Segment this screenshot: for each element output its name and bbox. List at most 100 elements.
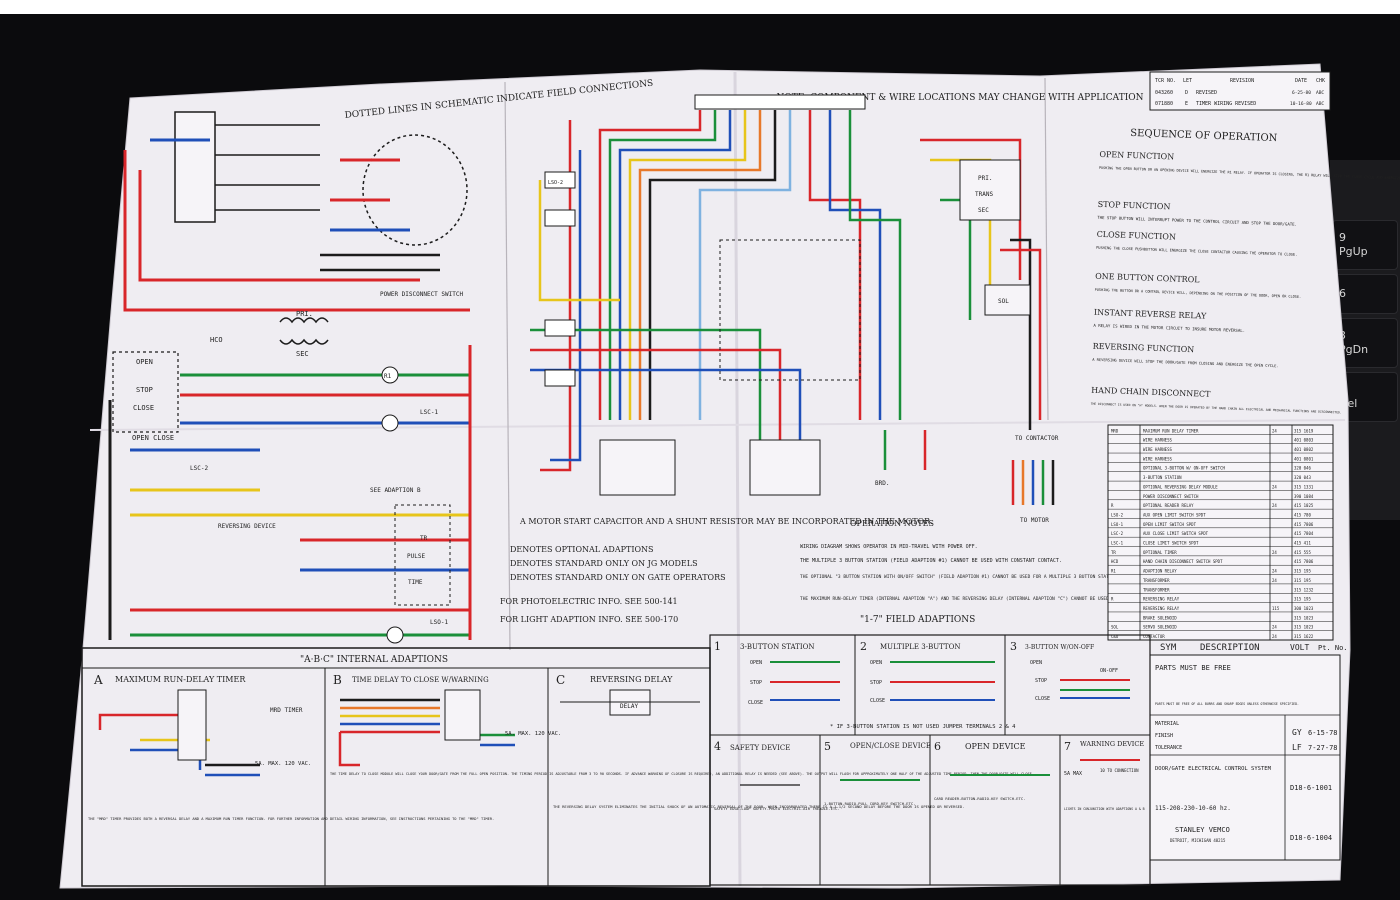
f4-title: SAFETY DEVICE	[730, 744, 790, 752]
timer-box	[394, 504, 451, 606]
keypad-key-9[interactable]: 9 PgUp	[1332, 220, 1398, 270]
parts-cell-sym: LSC-1	[1111, 541, 1124, 546]
parts-header-sym: SYM	[1160, 643, 1177, 653]
title-description: DOOR/GATE ELECTRICAL CONTROL SYSTEM	[1155, 766, 1272, 772]
title-company-sub: DETROIT, MICHIGAN 48215	[1170, 838, 1226, 843]
o-coil	[386, 626, 404, 644]
parts-cell-desc: 3-BUTTON STATION	[1143, 475, 1182, 480]
rev-row2-rev: TIMER WIRING REVISED	[1196, 101, 1256, 107]
rev-row1-tcr: 043260	[1155, 90, 1173, 96]
solenoid-block	[984, 284, 1031, 316]
parts-cell-ptno: 415 1025	[1294, 503, 1314, 508]
component-note: NOTE: COMPONENT & WIRE LOCATIONS MAY CHA…	[776, 93, 1143, 103]
parts-cell-desc: REVERSING RELAY	[1143, 606, 1180, 611]
rev-header-let: LET	[1183, 78, 1192, 84]
rev-header-date: DATE	[1295, 78, 1307, 84]
f7-note: 10 TO CONNECTION	[1100, 768, 1139, 773]
key-label-top: 9	[1339, 231, 1346, 244]
seq-hand-head: HAND CHAIN DISCONNECT	[1091, 386, 1211, 399]
parts-cell-volt: 24	[1272, 634, 1277, 639]
legend-jg: DENOTES STANDARD ONLY ON JG MODELS	[510, 559, 698, 568]
f3-stop: STOP	[1035, 678, 1047, 684]
c-coil	[381, 414, 399, 432]
title-drawn-by: GY	[1292, 728, 1302, 737]
tdc-module	[444, 689, 481, 741]
parts-cell-sym: R	[1111, 503, 1114, 508]
operation-notes-title: OPERATION NOTES	[850, 519, 934, 528]
legend-gate: DENOTES STANDARD ONLY ON GATE OPERATORS	[510, 573, 726, 582]
title-notice-1: PARTS MUST BE FREE	[1155, 664, 1231, 672]
seq-stop-head: STOP FUNCTION	[1098, 200, 1171, 212]
title-drawn-date: 6-15-78	[1308, 729, 1338, 737]
stop-label: STOP	[136, 386, 153, 394]
seq-close-body: PUSHING THE CLOSE PUSHBUTTON WILL ENERGI…	[1096, 246, 1297, 257]
parts-cell-volt: 24	[1272, 625, 1277, 630]
title-company: STANLEY VEMCO	[1175, 826, 1230, 834]
f7-text: LIGHTS IN CONJUNCTION WITH ADAPTIONS A &…	[1064, 807, 1145, 811]
f7-rating: 5A MAX	[1064, 771, 1082, 777]
parts-cell-desc: WIRE HARNESS	[1143, 438, 1172, 443]
mrd-timer-block	[177, 689, 207, 761]
operation-note-4: THE MAXIMUM RUN-DELAY TIMER (INTERNAL AD…	[800, 596, 1136, 602]
rev-row2-date: 10-16-80	[1290, 101, 1312, 107]
pulse-label: PULSE	[407, 553, 425, 560]
seq-reversing-body: A REVERSING DEVICE WILL STOP THE DOOR/GA…	[1092, 358, 1279, 369]
r1-coil	[381, 366, 399, 384]
time-label: TIME	[408, 579, 423, 586]
parts-cell-ptno: 320 046	[1294, 466, 1311, 471]
parts-cell-desc: POWER DISCONNECT SWITCH	[1143, 494, 1199, 499]
rev-row1-rev: REVISED	[1196, 90, 1217, 96]
parts-cell-sym: MRD	[1111, 428, 1119, 433]
open-label: OPEN	[136, 358, 153, 366]
title-notice-full: PARTS MUST BE FREE OF ALL BURRS AND SHAR…	[1155, 702, 1299, 706]
adaption-a-text: THE "MRD" TIMER PROVIDES BOTH A REVERSAL…	[88, 817, 494, 821]
f2-num: 2	[860, 640, 867, 653]
parts-cell-sym: R	[1111, 597, 1114, 602]
lsc2-label: LSC-2	[190, 465, 208, 472]
f6-title: OPEN DEVICE	[965, 742, 1026, 751]
parts-cell-desc: MAXIMUM RUN DELAY TIMER	[1143, 428, 1199, 433]
brd-label: BRD.	[875, 480, 889, 487]
f1-stop: STOP	[750, 680, 762, 686]
parts-cell-desc: BRAKE SOLENOID	[1143, 615, 1177, 620]
adaption-c-title: REVERSING DELAY	[590, 675, 673, 684]
title-voltage: 115-208-230-10-60 hz.	[1155, 805, 1231, 812]
parts-cell-desc: AUX OPEN LIMIT SWITCH SPDT	[1143, 512, 1206, 517]
lso1-label: LSO-1	[430, 619, 448, 626]
rev-row2-chk: ABC	[1316, 101, 1324, 107]
f6-num: 6	[934, 740, 941, 753]
title-block: PARTS MUST BE FREE PARTS MUST BE FREE OF…	[1149, 654, 1341, 861]
adaption-c-letter: C	[556, 673, 565, 687]
parts-cell-sym: HCD	[1111, 559, 1119, 564]
f7-title: WARNING DEVICE	[1080, 740, 1144, 748]
transformer-pri-label: PRI.	[296, 310, 313, 318]
f2-title: MULTIPLE 3-BUTTON	[880, 643, 960, 651]
open-close-label: OPEN CLOSE	[132, 434, 174, 442]
f2-open: OPEN	[870, 660, 882, 666]
trans-pri-label: PRI.	[978, 175, 992, 182]
to-motor-label: TO MOTOR	[1020, 517, 1049, 524]
title-field-finish: FINISH	[1155, 733, 1173, 739]
adaption-b-text: THE TIME DELAY TO CLOSE MODULE WILL CLOS…	[330, 772, 1034, 776]
f3-onoff: ON-OFF	[1100, 668, 1118, 674]
adaption-c-text: THE REVERSING DELAY SYSTEM ELIMINATES TH…	[553, 804, 964, 809]
seq-instant-head: INSTANT REVERSE RELAY	[1094, 308, 1207, 321]
parts-cell-ptno: 315 1023	[1294, 625, 1314, 630]
seq-close-head: CLOSE FUNCTION	[1096, 230, 1176, 242]
field-adaptions: "1-7" FIELD ADAPTIONS 1 3-BUTTON STATION…	[709, 615, 1151, 886]
parts-cell-sym: LSO-2	[1111, 512, 1124, 517]
keypad-key-6[interactable]: 6	[1332, 274, 1398, 314]
adaption-a-letter: A	[93, 673, 103, 687]
lso2-switch	[544, 171, 576, 189]
parts-cell-desc: OPTIONAL READER RELAY	[1143, 503, 1194, 508]
parts-cell-ptno: 315 195	[1294, 597, 1311, 602]
f6-text: CARD READER-BUTTON-RADIO-KEY SWITCH-ETC.	[934, 796, 1025, 801]
f2-close: CLOSE	[870, 698, 885, 704]
see-adaption-b-label: SEE ADAPTION B	[370, 487, 421, 494]
transformer-block	[959, 159, 1021, 221]
tr-label: TR	[420, 535, 428, 542]
parts-cell-desc: WIRE HARNESS	[1143, 456, 1172, 461]
terminal-strip	[694, 94, 866, 110]
title-checked-by: LF	[1292, 743, 1302, 752]
